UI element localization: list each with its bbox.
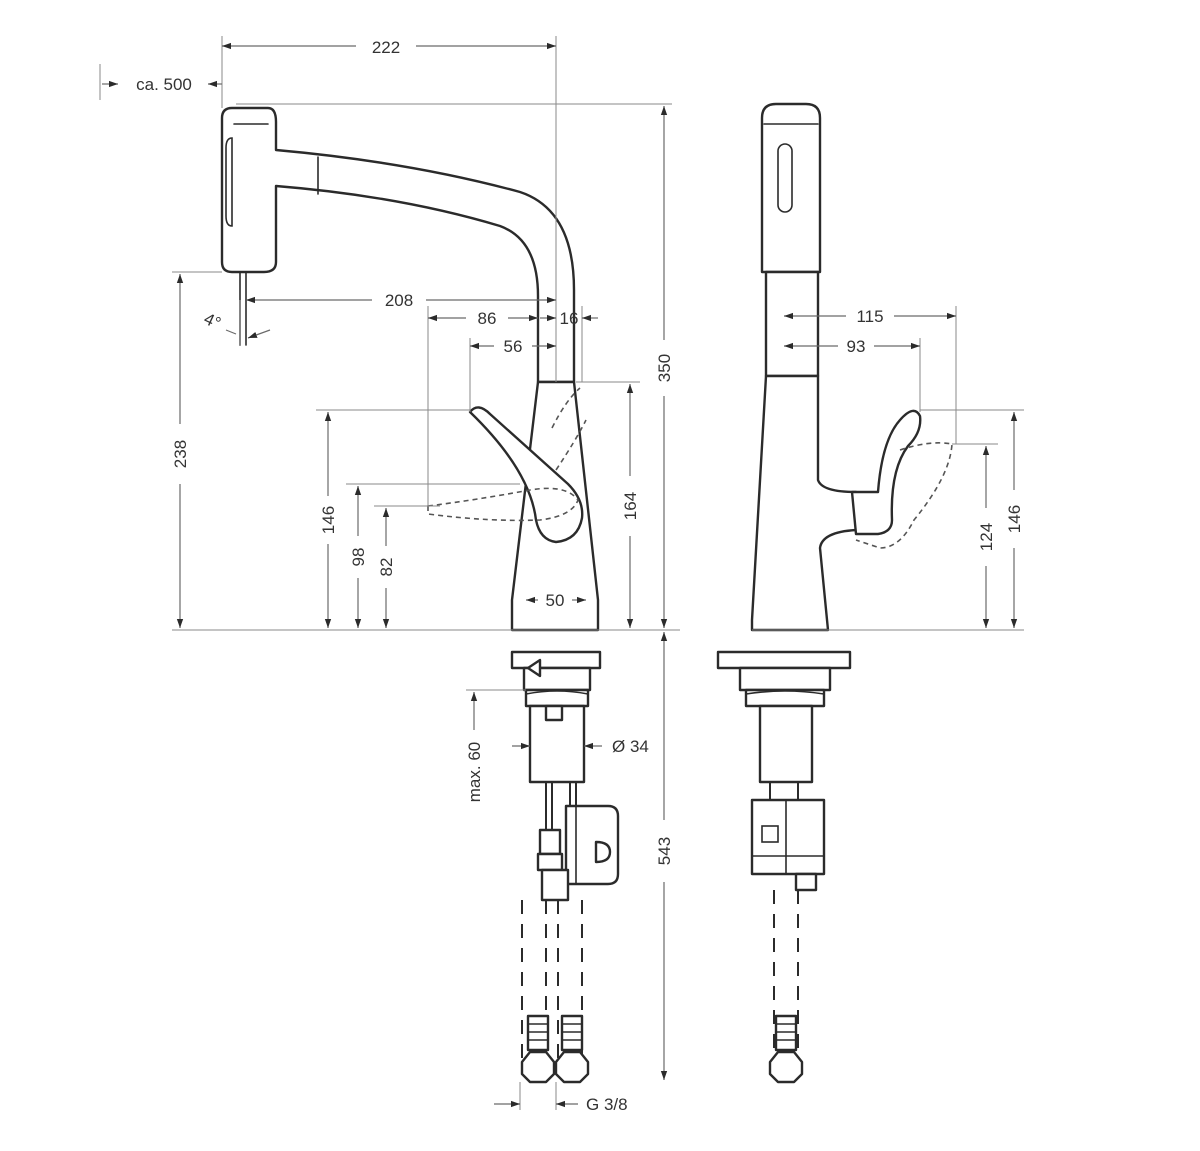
- dim-16: 16: [560, 309, 579, 328]
- dim-max-60: max. 60: [465, 742, 484, 802]
- dim-146-left: 146: [319, 506, 338, 534]
- dim-82: 82: [377, 558, 396, 577]
- dim-222: 222: [372, 38, 400, 57]
- dimension-lines: [99, 36, 1024, 1110]
- front-view: [716, 102, 953, 1084]
- base-plate-front: [716, 650, 852, 670]
- dim-124: 124: [977, 523, 996, 551]
- g38-nut-right: [554, 1050, 590, 1084]
- dim-ca-500: ca. 500: [136, 75, 192, 94]
- dim-diameter-34: Ø 34: [612, 737, 649, 756]
- dim-86: 86: [478, 309, 497, 328]
- lever-handle-side: [468, 406, 584, 544]
- spray-head-face: [225, 137, 233, 227]
- dim-50: 50: [546, 591, 565, 610]
- g38-nut-left: [520, 1050, 556, 1084]
- lever-handle-front: [850, 409, 922, 536]
- lever-ghost-position: [427, 487, 579, 522]
- dim-56: 56: [504, 337, 523, 356]
- dim-350: 350: [655, 354, 674, 382]
- dim-238: 238: [171, 440, 190, 468]
- check-valve-box-side: [564, 804, 620, 886]
- dim-115: 115: [856, 307, 883, 326]
- dimension-labels: 222 ca. 500 208 86 16 56 4° 50 Ø 34 G 3/…: [136, 38, 1024, 1114]
- dim-543: 543: [655, 837, 674, 865]
- spray-head-front: [760, 102, 822, 274]
- base-plate-side: [510, 650, 602, 670]
- mounting-shank-front: [758, 704, 814, 784]
- dim-146-right: 146: [1005, 505, 1024, 533]
- dim-g38: G 3/8: [586, 1095, 628, 1114]
- side-view: [220, 106, 620, 1084]
- spray-button-slot: [777, 143, 793, 213]
- g38-nut-front: [768, 1050, 804, 1084]
- dim-208: 208: [385, 291, 413, 310]
- dim-164: 164: [621, 492, 640, 520]
- dim-4deg: 4°: [201, 309, 224, 333]
- mounting-shank-side: [528, 704, 586, 784]
- spout-side: [220, 106, 576, 384]
- lever-ghost-front: [855, 442, 953, 549]
- dim-93: 93: [847, 337, 866, 356]
- dim-98: 98: [349, 548, 368, 567]
- faucet-body-front: [750, 374, 858, 632]
